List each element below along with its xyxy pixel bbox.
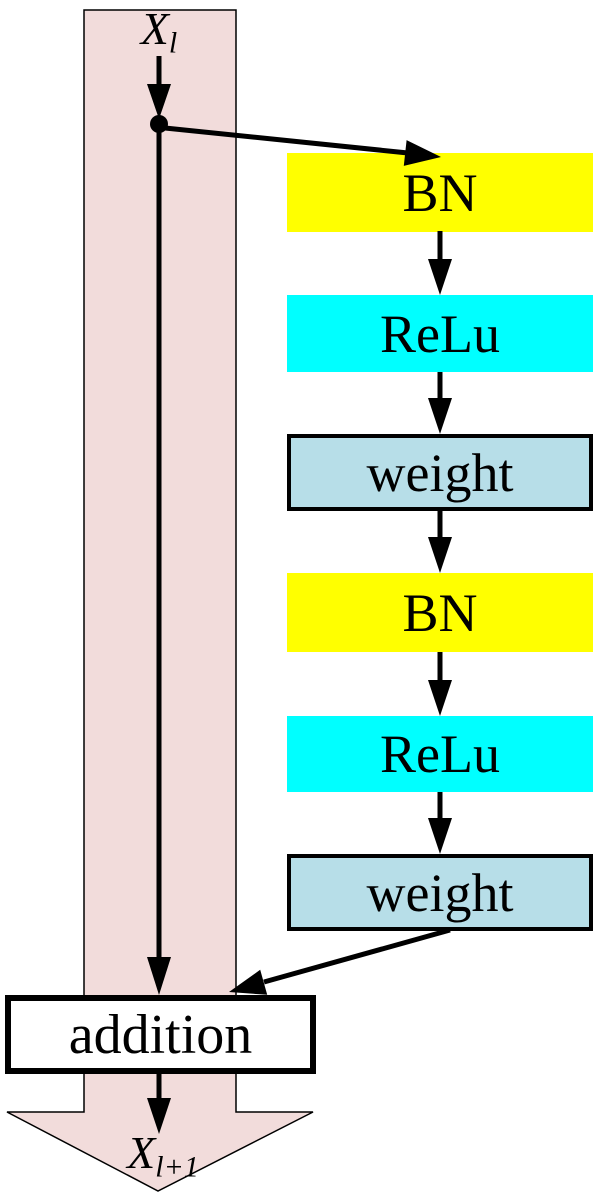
input-label-base: X	[140, 3, 169, 54]
bn2-relu2-arrowhead	[428, 680, 452, 716]
connectors	[147, 56, 452, 1134]
branch-to-bn-line	[164, 125, 409, 156]
weight2-addition-arrowhead	[229, 969, 268, 995]
weight-block-2-label: weight	[366, 862, 514, 923]
relu1-weight1-arrowhead	[428, 398, 452, 434]
addition-block: addition	[5, 995, 316, 1074]
input-connector-arrowhead	[147, 84, 171, 119]
weight-block-1: weight	[287, 434, 593, 511]
output-label-base: X	[127, 1127, 156, 1178]
skip-line-arrowhead	[147, 957, 171, 995]
addition-block-label: addition	[68, 1003, 253, 1066]
relu-block-2-label: ReLu	[380, 724, 500, 784]
input-label-subscript: l	[168, 26, 178, 60]
relu-block-2: ReLu	[287, 716, 593, 792]
relu-block-1-label: ReLu	[380, 303, 500, 364]
bn-block-1: BN	[287, 153, 593, 232]
output-label: Xl+1	[127, 1130, 199, 1182]
bn-block-2-label: BN	[402, 582, 478, 643]
bn-block-2: BN	[287, 573, 593, 652]
relu2-weight2-arrowhead	[428, 818, 452, 854]
weight2-addition-line	[263, 927, 451, 985]
weight-block-2: weight	[287, 854, 593, 931]
bn1-relu1-arrowhead	[428, 259, 452, 295]
output-connector-arrowhead	[147, 1098, 171, 1134]
branch-to-bn-arrowhead	[403, 140, 441, 166]
weight-block-1-label: weight	[366, 442, 514, 503]
input-label: Xl	[141, 6, 177, 58]
bn-block-1-label: BN	[402, 162, 478, 223]
relu-block-1: ReLu	[287, 295, 593, 372]
output-label-subscript: l+1	[155, 1150, 199, 1184]
weight1-bn2-arrowhead	[428, 537, 452, 573]
